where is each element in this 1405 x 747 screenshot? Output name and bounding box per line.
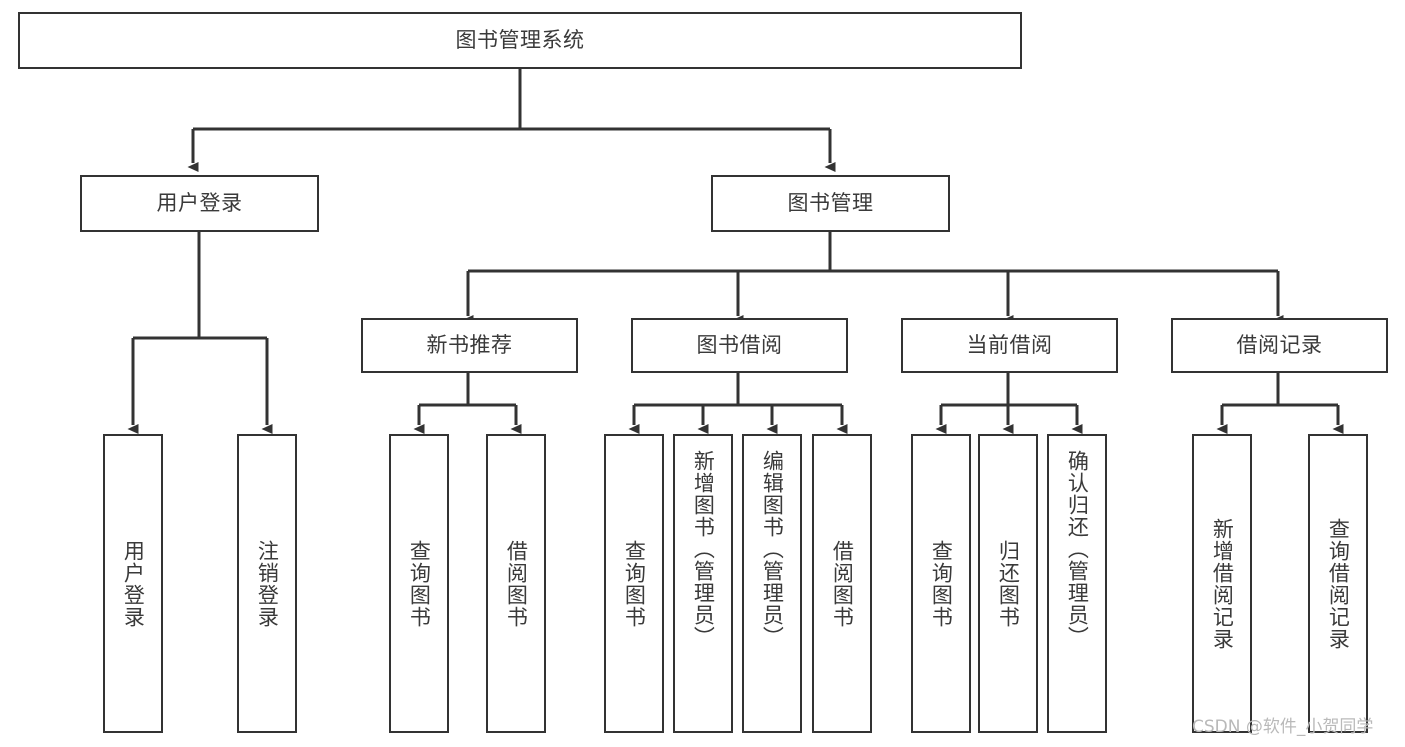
node-book-borrow[interactable]: 图书借阅 xyxy=(631,318,848,373)
node-leaf-return-book-label: 归还图书 xyxy=(996,539,1021,628)
node-leaf-return-book[interactable]: 归还图书 xyxy=(978,434,1038,733)
node-leaf-logout-login[interactable]: 注销登录 xyxy=(237,434,297,733)
node-leaf-edit-book-admin[interactable]: 编辑图书（管理员） xyxy=(742,434,802,733)
node-user-login-label: 用户登录 xyxy=(156,190,243,215)
node-new-book-recommend[interactable]: 新书推荐 xyxy=(361,318,578,373)
node-user-login[interactable]: 用户登录 xyxy=(80,175,319,232)
node-leaf-edit-book-admin-label: 编辑图书（管理员） xyxy=(760,450,785,648)
node-root[interactable]: 图书管理系统 xyxy=(18,12,1022,69)
node-book-borrow-label: 图书借阅 xyxy=(696,332,783,357)
node-leaf-query-book-1[interactable]: 查询图书 xyxy=(389,434,449,733)
node-book-management[interactable]: 图书管理 xyxy=(711,175,950,232)
node-leaf-add-borrow-record-label: 新增借阅记录 xyxy=(1210,517,1235,650)
node-leaf-add-book-admin-label: 新增图书（管理员） xyxy=(691,450,716,648)
node-leaf-borrow-book-1-label: 借阅图书 xyxy=(504,539,529,628)
node-leaf-confirm-return-admin[interactable]: 确认归还（管理员） xyxy=(1047,434,1107,733)
node-leaf-query-borrow-record-label: 查询借阅记录 xyxy=(1326,517,1351,650)
node-current-borrow[interactable]: 当前借阅 xyxy=(901,318,1118,373)
node-leaf-logout-login-label: 注销登录 xyxy=(255,539,280,628)
node-leaf-confirm-return-admin-label: 确认归还（管理员） xyxy=(1065,450,1090,648)
node-leaf-borrow-book-2[interactable]: 借阅图书 xyxy=(812,434,872,733)
node-leaf-user-login-label: 用户登录 xyxy=(121,539,146,628)
node-leaf-add-book-admin[interactable]: 新增图书（管理员） xyxy=(673,434,733,733)
node-leaf-query-book-3[interactable]: 查询图书 xyxy=(911,434,971,733)
node-current-borrow-label: 当前借阅 xyxy=(966,332,1053,357)
node-leaf-borrow-book-1[interactable]: 借阅图书 xyxy=(486,434,546,733)
node-leaf-query-book-1-label: 查询图书 xyxy=(407,539,432,628)
node-leaf-query-book-3-label: 查询图书 xyxy=(929,539,954,628)
node-leaf-query-book-2-label: 查询图书 xyxy=(622,539,647,628)
node-leaf-borrow-book-2-label: 借阅图书 xyxy=(830,539,855,628)
node-new-book-recommend-label: 新书推荐 xyxy=(426,332,513,357)
node-borrow-record[interactable]: 借阅记录 xyxy=(1171,318,1388,373)
node-leaf-add-borrow-record[interactable]: 新增借阅记录 xyxy=(1192,434,1252,733)
csdn-watermark: CSDN @软件_小贺同学 xyxy=(1192,717,1374,737)
node-leaf-user-login[interactable]: 用户登录 xyxy=(103,434,163,733)
node-root-label: 图书管理系统 xyxy=(455,27,585,52)
node-leaf-query-borrow-record[interactable]: 查询借阅记录 xyxy=(1308,434,1368,733)
node-leaf-query-book-2[interactable]: 查询图书 xyxy=(604,434,664,733)
node-borrow-record-label: 借阅记录 xyxy=(1236,332,1323,357)
node-book-management-label: 图书管理 xyxy=(787,190,874,215)
